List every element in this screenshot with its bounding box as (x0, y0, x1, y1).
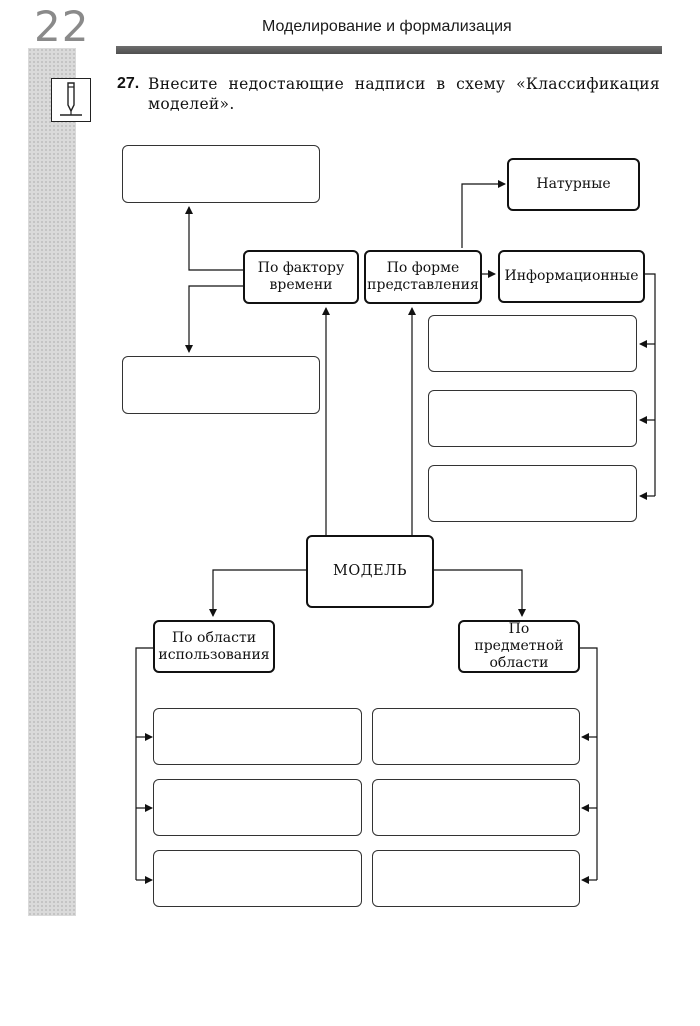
task-number: 27. (117, 75, 140, 92)
blank-box-usage-3[interactable] (153, 850, 362, 907)
info-trunk (645, 273, 656, 496)
arrow-root-subject (434, 569, 526, 617)
blank-box-usage-1[interactable] (153, 708, 362, 765)
arrow-time-top (185, 206, 243, 271)
node-root-model: МОДЕЛЬ (306, 535, 434, 608)
blank-box-subject-2[interactable] (372, 779, 580, 836)
blank-box-info-2[interactable] (428, 390, 637, 447)
margin-strip (28, 48, 76, 916)
blank-box-subject-1[interactable] (372, 708, 580, 765)
node-by-subject: По предметной области (458, 620, 580, 673)
header-rule (116, 46, 662, 54)
blank-box-time-bottom[interactable] (122, 356, 320, 414)
blank-box-subject-3[interactable] (372, 850, 580, 907)
blank-box-info-1[interactable] (428, 315, 637, 372)
page-number: 22 (34, 2, 90, 51)
task-text: Внесите недостающие надписи в схему «Кла… (148, 75, 660, 113)
arrow-time-bottom (185, 285, 243, 353)
pencil-task-icon (51, 78, 91, 122)
arrow-form-natural (461, 180, 506, 248)
subject-trunk (580, 647, 598, 880)
arrow-root-usage (209, 569, 306, 617)
blank-box-usage-2[interactable] (153, 779, 362, 836)
node-natural: Натурные (507, 158, 640, 211)
usage-trunk (135, 647, 153, 880)
node-by-time: По фактору времени (243, 250, 359, 304)
blank-box-time-top[interactable] (122, 145, 320, 203)
blank-box-info-3[interactable] (428, 465, 637, 522)
node-by-usage: По области использования (153, 620, 275, 673)
page-header-title: Моделирование и формализация (262, 18, 512, 35)
node-by-form: По форме представления (364, 250, 482, 304)
node-informational: Информационные (498, 250, 645, 303)
